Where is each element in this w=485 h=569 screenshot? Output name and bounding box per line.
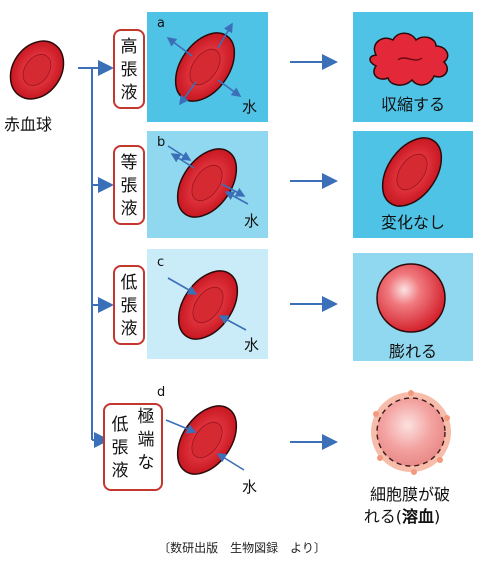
lysed-cell	[371, 390, 451, 475]
row-letter-d: d	[157, 385, 165, 400]
result-text-part: れる(	[364, 507, 402, 526]
water-arrows-a	[166, 22, 242, 106]
row-isotonic: 等 張 液 b 水 変化なし	[113, 131, 473, 238]
swollen-cell	[376, 263, 446, 333]
result-label-d-line1: 細胞膜が破	[370, 485, 450, 504]
solution-char: 極	[138, 407, 155, 427]
solution-char: 張	[112, 438, 129, 458]
source-caption: 〔数研出版 生物図録 より〕	[158, 540, 326, 555]
solution-label-box-b	[113, 145, 145, 225]
row-extreme-hypotonic: 低 張 液 極 端 な d 水 細胞膜が破 れる(溶	[103, 385, 451, 526]
row-letter-b: b	[157, 135, 165, 150]
solution-char: 端	[138, 430, 155, 450]
result-label-c: 膨れる	[389, 342, 437, 361]
result-label-d-line2: れる(溶血)	[364, 507, 441, 526]
result-text-emphasis: 溶血	[402, 507, 434, 526]
water-label-b: 水	[244, 212, 259, 230]
solution-char: な	[138, 453, 155, 473]
solution-char: 液	[112, 461, 129, 481]
row-hypertonic: 高 張 液 a 水 収縮する	[113, 12, 473, 122]
solution-char: 低	[112, 415, 129, 435]
solution-label-box-d	[103, 403, 163, 491]
row-letter-c: c	[157, 255, 164, 270]
water-arrows-d	[165, 419, 245, 471]
solution-label-box-a	[113, 29, 145, 109]
branch-lines	[78, 60, 114, 448]
solution-char: 張	[121, 176, 138, 196]
solution-char: 高	[121, 37, 138, 57]
result-text-part: )	[434, 507, 440, 526]
water-label-a: 水	[242, 98, 257, 116]
solution-char: 張	[121, 60, 138, 80]
water-label-d: 水	[242, 478, 257, 496]
water-arrows-b	[167, 145, 249, 205]
solution-char: 等	[121, 153, 138, 173]
row-hypotonic: 低 張 液 c 水 膨れる	[113, 249, 473, 361]
source-label: 赤血球	[4, 115, 52, 134]
solution-char: 低	[121, 273, 138, 293]
solution-char: 液	[121, 83, 138, 103]
result-label-a: 収縮する	[381, 95, 445, 114]
solution-char: 張	[121, 296, 138, 316]
solution-char: 液	[121, 199, 138, 219]
solution-char: 液	[121, 319, 138, 339]
solution-label-box-c	[113, 265, 145, 345]
water-arrows-c	[167, 277, 247, 331]
water-label-c: 水	[244, 336, 259, 354]
row-letter-a: a	[157, 16, 165, 31]
source-red-blood-cell	[9, 40, 65, 100]
result-label-b: 変化なし	[381, 213, 445, 232]
